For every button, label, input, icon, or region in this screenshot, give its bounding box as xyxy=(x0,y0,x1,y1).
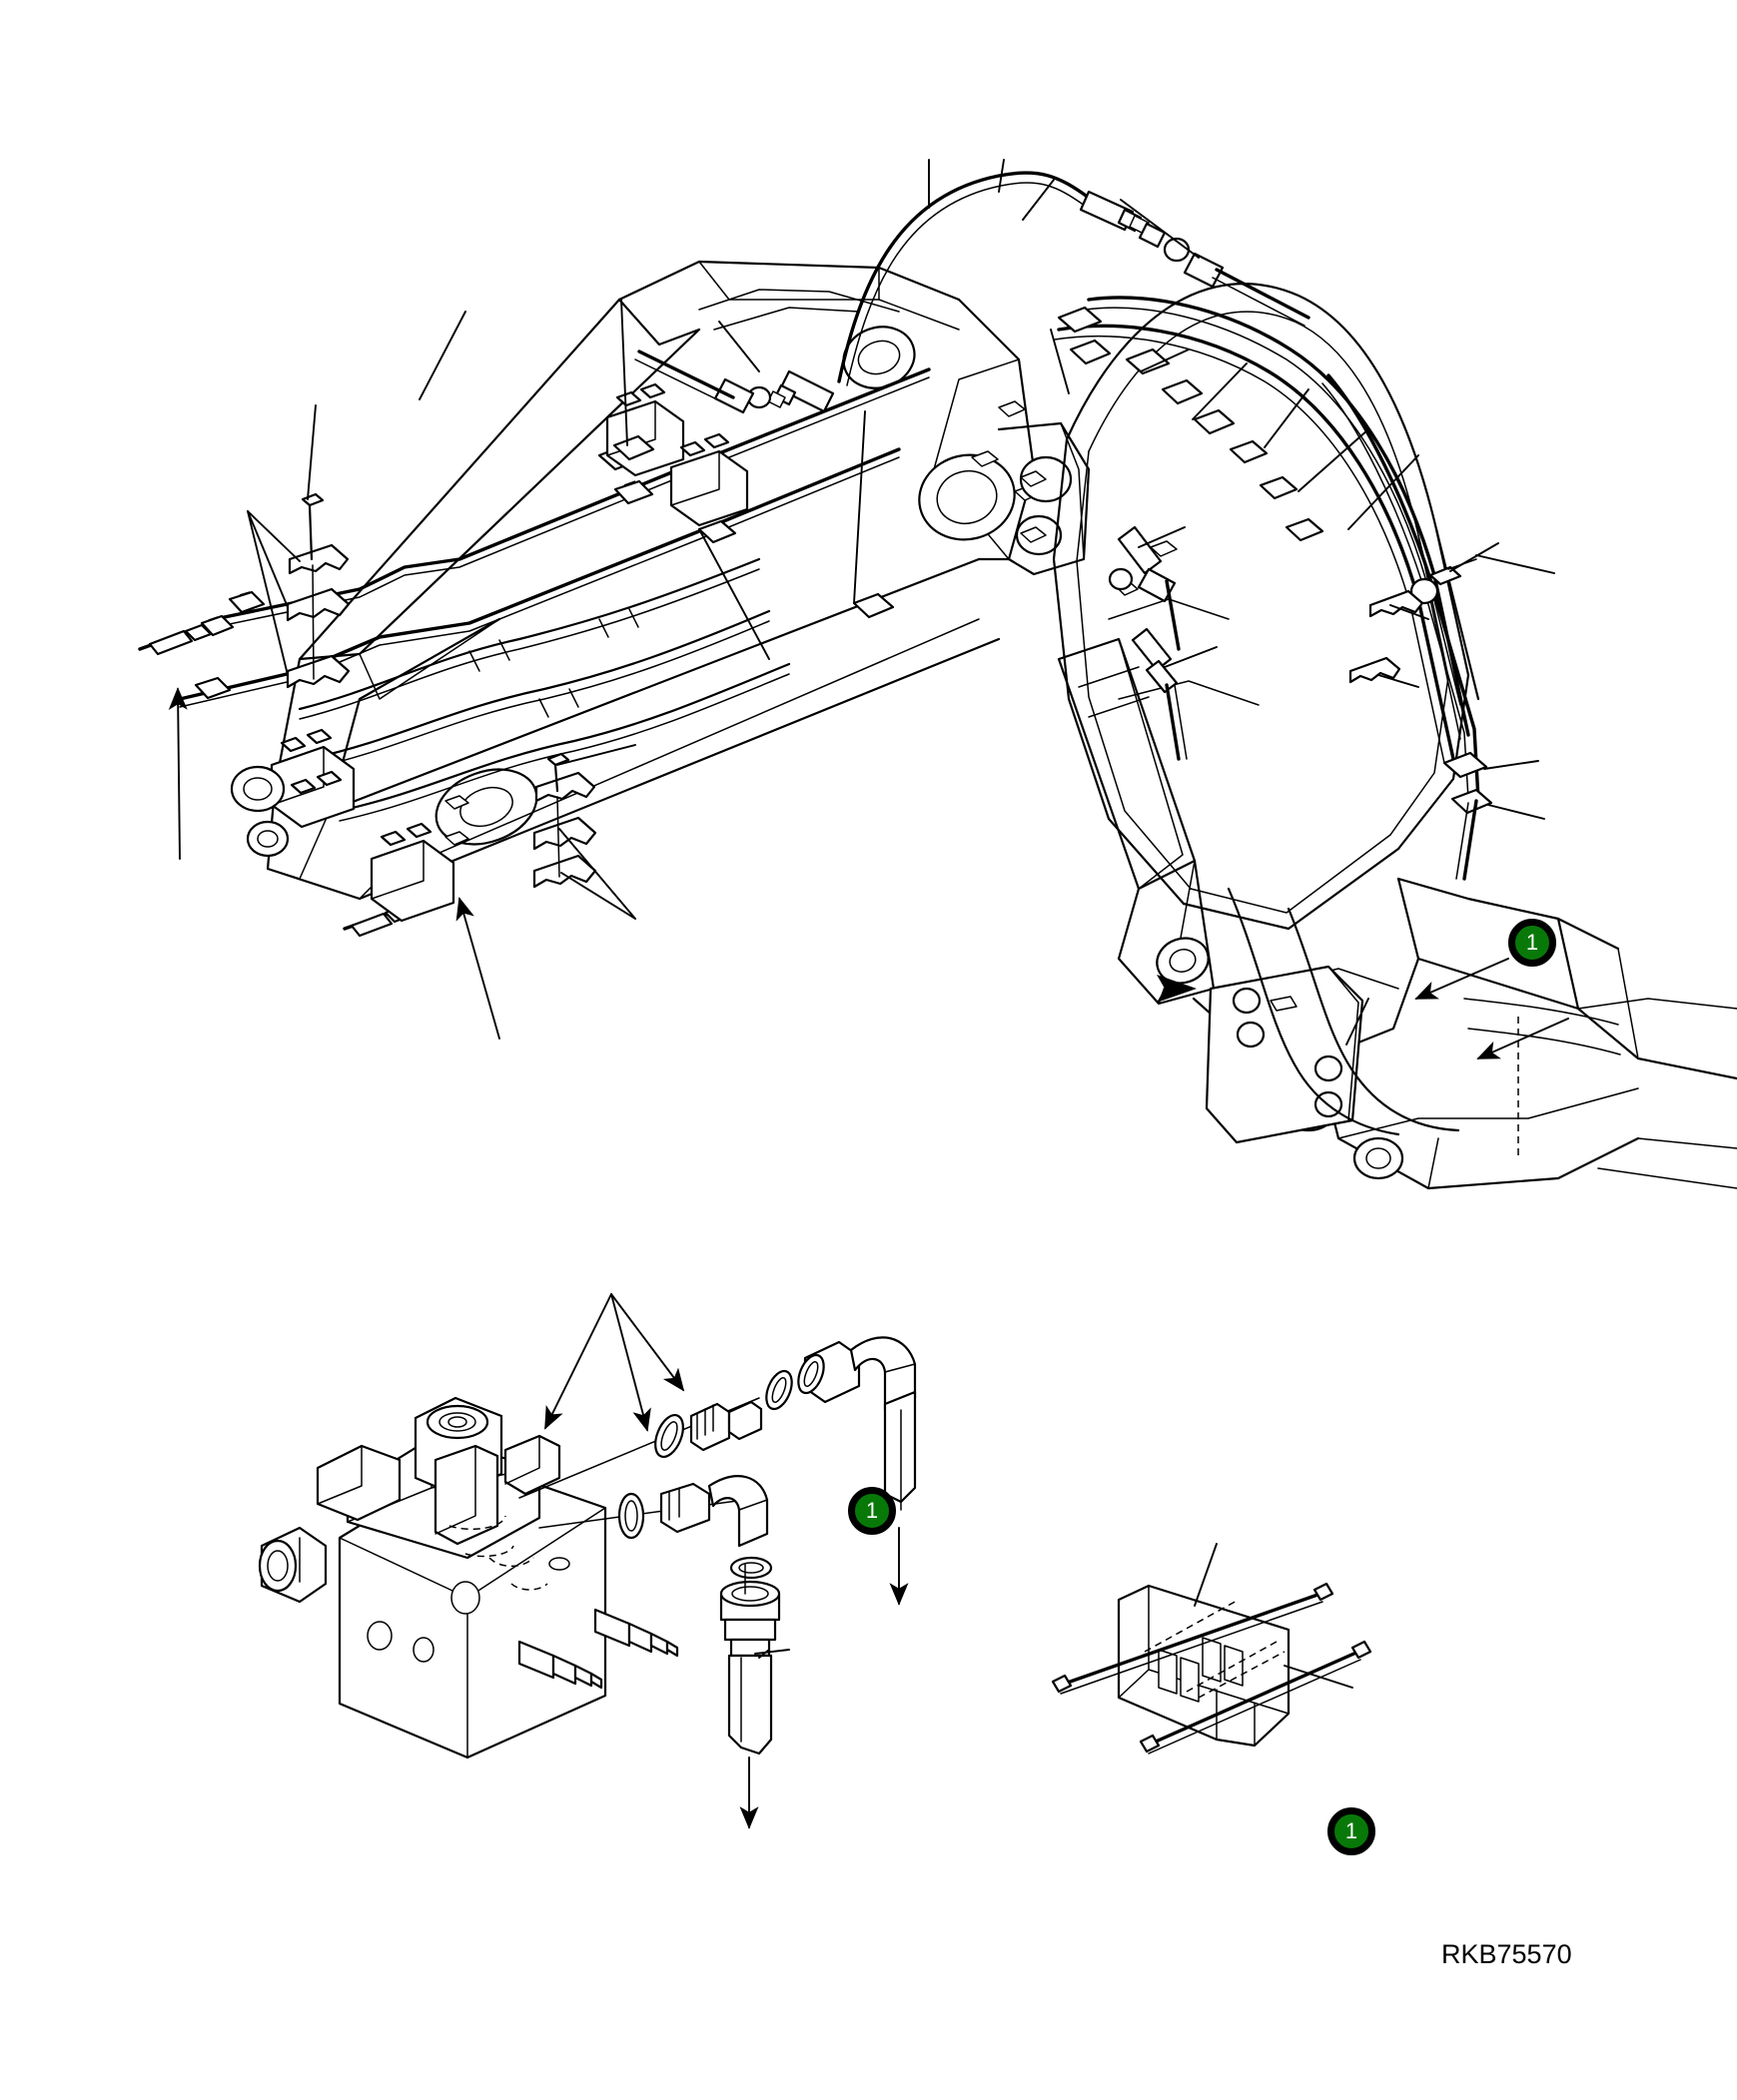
boom-foot-bracket xyxy=(1157,965,1364,1144)
leader-clamp-upper xyxy=(1194,1543,1218,1607)
leader-clamp-lower xyxy=(1284,1665,1353,1689)
fitting-row-lower xyxy=(538,1475,781,1829)
control-valve-block xyxy=(258,1396,679,1759)
hose-over-boom xyxy=(634,171,1310,414)
arm-hose-pair xyxy=(1054,296,1470,764)
boom-clamp-block-d xyxy=(669,432,749,527)
leader-cartridge-2 xyxy=(754,1649,790,1655)
arm-front-tubes xyxy=(1321,373,1493,881)
tube-clamp-stack-upper xyxy=(286,492,351,689)
badge-valve-block[interactable]: 1 xyxy=(848,1487,896,1535)
badge-legend[interactable]: 1 xyxy=(1327,1807,1375,1855)
tube-clamp-stack-lower xyxy=(532,752,597,889)
assembly-arrow-group xyxy=(544,1293,685,1432)
boom-structure xyxy=(266,260,1091,901)
boom-clamp-block-c xyxy=(605,382,685,477)
boom-clamp-block-b xyxy=(370,822,455,923)
boom-cylinder xyxy=(1057,637,1216,1006)
hydraulic-tube-lower xyxy=(178,447,901,708)
badge-valve-block-label: 1 xyxy=(865,1498,879,1523)
hose-assembly xyxy=(298,557,791,822)
frame-hose-runs xyxy=(1227,887,1621,1136)
arm-clamp-bolt-upper xyxy=(1368,558,1477,618)
arm-coupling-lower xyxy=(1131,627,1188,761)
fitting-row-upper xyxy=(518,1336,917,1606)
leader-cartridge xyxy=(758,1649,770,1659)
leader-lines-main xyxy=(168,159,1569,1059)
clamp-block-detail-view xyxy=(1051,1543,1372,1754)
tube-end-left-upper xyxy=(138,614,235,656)
badge-boom-foot[interactable]: 1 xyxy=(1508,919,1556,967)
badge-boom-foot-label: 1 xyxy=(1525,930,1539,955)
main-assembly-view xyxy=(138,159,1737,1190)
arm-coupling-mid xyxy=(1108,525,1181,651)
tube-hex-collars xyxy=(612,434,895,619)
arm-clamp-mid xyxy=(1348,656,1401,684)
boom-clamp-block-a xyxy=(230,728,356,858)
valve-block-detail-view xyxy=(258,1293,917,1829)
badge-legend-label: 1 xyxy=(1344,1818,1358,1843)
drawing-code: RKB75570 xyxy=(1441,1939,1572,1969)
